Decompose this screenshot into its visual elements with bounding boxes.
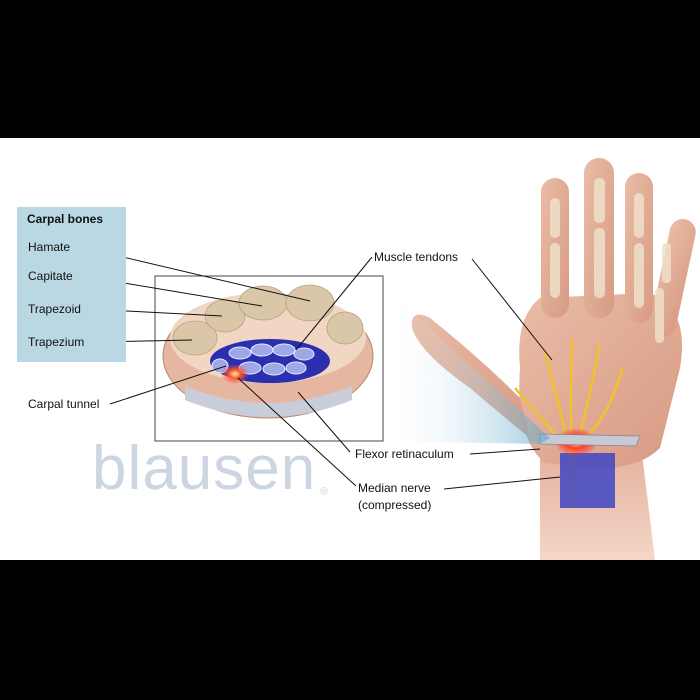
illustration	[79, 158, 696, 560]
palm	[519, 293, 682, 468]
cross-section-frame	[154, 275, 384, 442]
label-capitate: Capitate	[28, 269, 73, 283]
registered-mark: ®	[320, 486, 329, 498]
label-trapezium: Trapezium	[28, 335, 85, 349]
label-hamate: Hamate	[28, 240, 71, 254]
legend-title: Carpal bones	[27, 212, 104, 226]
carpal-bones	[172, 284, 364, 356]
median-nerve-wrist	[560, 453, 615, 508]
label-median-nerve-compressed: (compressed)	[358, 498, 432, 512]
label-carpal-tunnel: Carpal tunnel	[28, 397, 100, 411]
blausen-watermark: blausen	[92, 434, 317, 503]
median-nerve-compressed	[221, 364, 249, 384]
flexor-retinaculum-band	[539, 433, 641, 447]
wrist-cross-section	[162, 284, 374, 419]
finger-bones	[550, 178, 671, 343]
anatomy-diagram: Carpal bones Hamate Capitate Trapezoid T…	[0, 138, 700, 560]
view-beam	[383, 286, 550, 444]
label-trapezoid: Trapezoid	[28, 302, 81, 316]
label-flexor-retinaculum: Flexor retinaculum	[355, 447, 454, 461]
label-median-nerve: Median nerve	[358, 481, 431, 495]
tendons	[211, 343, 315, 376]
leader-lines	[79, 246, 561, 490]
label-muscle-tendons: Muscle tendons	[374, 250, 459, 264]
carpal-bones-legend: Carpal bones	[17, 207, 126, 362]
